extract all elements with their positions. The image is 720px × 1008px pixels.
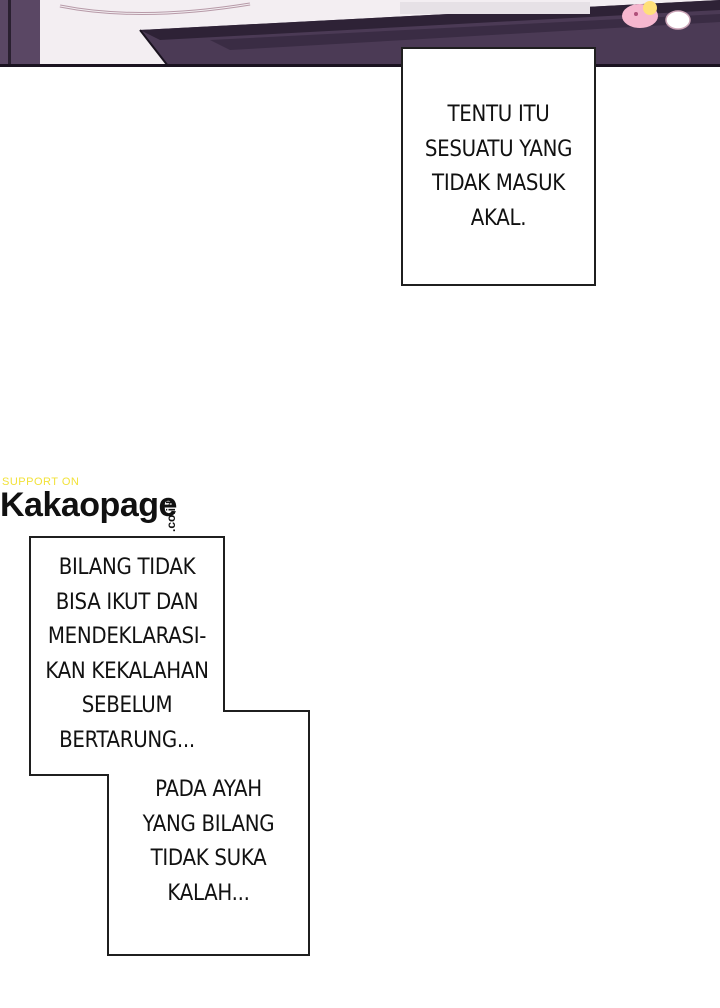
caption-line: BILANG TIDAK — [58, 555, 196, 580]
caption-line: YANG BILANG — [142, 811, 275, 837]
caption-line: AKAL. — [470, 205, 527, 231]
caption-line: TIDAK MASUK — [432, 171, 565, 196]
caption-line: BISA IKUT DAN — [55, 589, 199, 615]
caption-line: TIDAK SUKA — [150, 846, 267, 871]
caption-box-1 — [401, 47, 596, 286]
caption-text-2: BILANG TIDAK BISA IKUT DAN MENDEKLARASI-… — [30, 551, 224, 758]
caption-line: SESUATU YANG — [424, 136, 573, 162]
caption-line: KAN KEKALAHAN — [45, 658, 209, 684]
caption-line: BERTARUNG... — [59, 727, 195, 753]
watermark-brand: Kakaopage — [0, 486, 177, 524]
caption-line: KALAH... — [167, 880, 250, 906]
caption-text-1: TENTU ITU SESUATU YANG TIDAK MASUK AKAL. — [401, 98, 596, 236]
panel-border — [0, 64, 720, 67]
caption-text-3: PADA AYAH YANG BILANG TIDAK SUKA KALAH..… — [108, 773, 309, 911]
caption-line: PADA AYAH — [155, 777, 262, 802]
caption-line: MENDEKLARASI- — [47, 624, 207, 649]
caption-line: TENTU ITU — [447, 102, 550, 127]
watermark-support-text: SUPPORT ON — [2, 476, 80, 488]
caption-line: SEBELUM — [81, 693, 173, 718]
